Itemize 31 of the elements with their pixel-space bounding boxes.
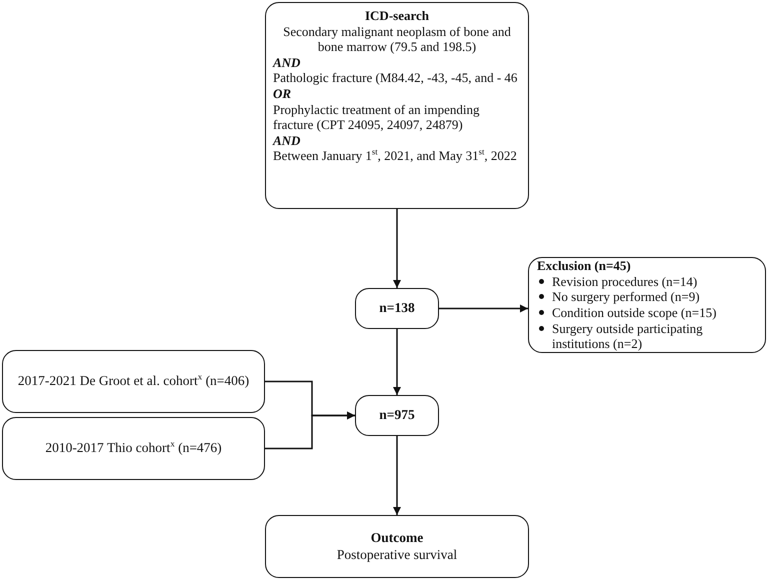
cohort-box (2, 417, 265, 480)
list-item: Revision procedures (n=14) (552, 274, 698, 290)
operator-text: AND (273, 54, 302, 70)
arrow (439, 304, 528, 312)
outcome-box (265, 515, 529, 578)
body-text: Between January 1$^{st}$, 2021, and May 31$^{st}$, 2022 (273, 148, 518, 164)
heading-text: ICD-search (364, 8, 430, 24)
arrow (393, 436, 401, 515)
body-text: Prophylactic treatment of an impending fracture (CPT 24095, 24097, 24879) (273, 102, 480, 133)
heading-text: n=138 (378, 300, 416, 317)
body-text: Secondary malignant neoplasm of bone and bone marrow (79.5 and 198.5) (282, 24, 512, 55)
list-item: No surgery performed (n=9) (552, 289, 700, 305)
search-criteria-box (265, 2, 529, 209)
body-text: 2017-2021 De Groot et al. cohort$^{x}$ (n=406) (16, 373, 250, 390)
body-text: 2010-2017 Thio cohort$^{x}$ (n=476) (44, 440, 223, 457)
count-box (355, 288, 439, 329)
body-text: Pathologic fracture (M84.42, -43, -45, and - 46 (273, 70, 518, 86)
heading-text: Exclusion (n=45) (537, 258, 632, 274)
heading-text: Outcome (370, 530, 424, 546)
body-text: Postoperative survival (336, 546, 458, 563)
heading-text: n=975 (378, 407, 416, 424)
arrow (393, 209, 401, 288)
list-item: Surgery outside participating institutions (n=2) (552, 320, 704, 352)
arrow (393, 329, 401, 395)
list-item: Condition outside scope (n=15) (552, 305, 716, 321)
arrow (265, 412, 355, 450)
count-box (355, 395, 439, 436)
cohort-box (2, 350, 265, 413)
operator-text: AND (273, 132, 302, 148)
exclusion-box (528, 257, 766, 353)
operator-text: OR (273, 86, 292, 102)
